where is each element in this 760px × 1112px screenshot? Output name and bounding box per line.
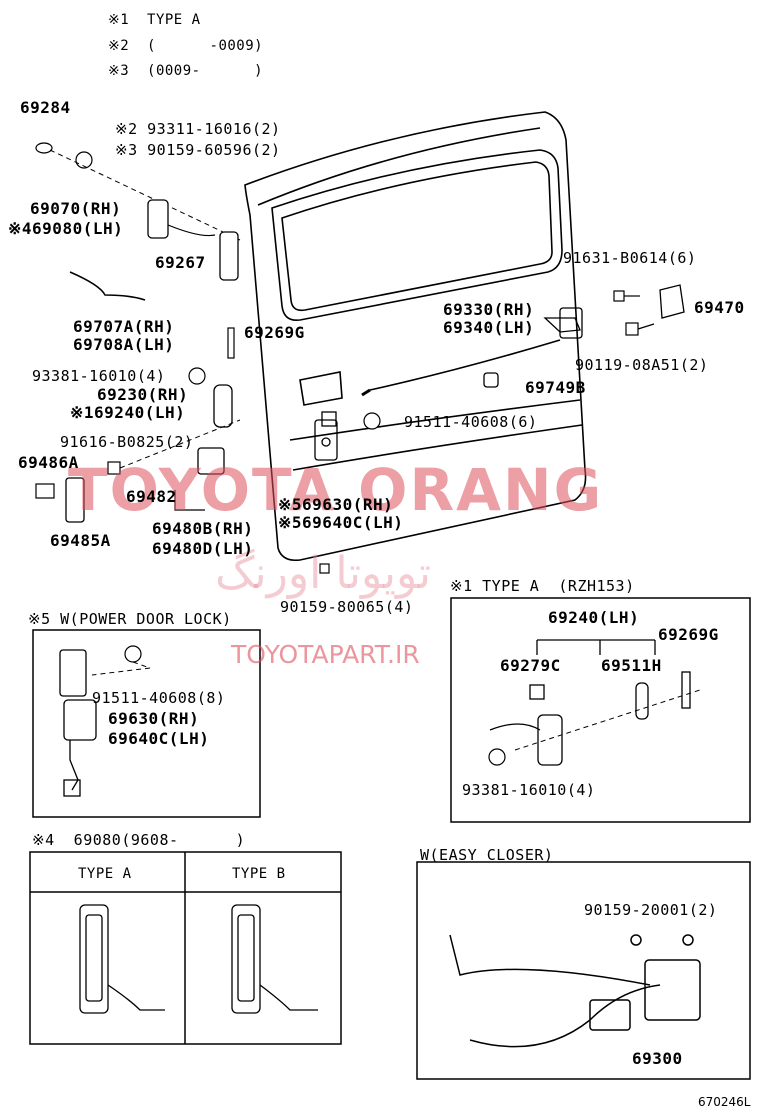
figure-code: 670246L [698, 1095, 751, 1109]
clip-69749b [483, 372, 499, 388]
callout-69486a: 69486A [18, 453, 79, 472]
column-type-a: TYPE A [78, 866, 132, 882]
bolt-symbol-b2 [124, 645, 142, 663]
callout-69511h: 69511H [601, 656, 662, 675]
cover-69269g [227, 327, 235, 359]
callout-90119: 90119-08A51(2) [575, 356, 709, 374]
callout-69080: ※469080(LH) [8, 219, 124, 238]
callout-90159-80065: 90159-80065(4) [280, 598, 414, 616]
callout-69480d: 69480D(LH) [152, 539, 254, 558]
callout-91511-6: 91511-40608(6) [404, 413, 538, 431]
back-door-panel [244, 111, 587, 562]
cover-69267 [219, 231, 239, 281]
handle-69230 [213, 384, 233, 428]
callout-typea-93381: 93381-16010(4) [462, 781, 596, 799]
callout-69630: ※569630(RH) [278, 495, 394, 514]
callout-91511-8: 91511-40608(8) [92, 689, 226, 707]
callout-69708a: 69708A(LH) [73, 335, 175, 354]
callout-91631: 91631-B0614(6) [563, 249, 697, 267]
callout-69707a: 69707A(RH) [73, 317, 175, 336]
bolt-symbol-b1 [363, 412, 381, 430]
screw-symbol-s3 [488, 748, 506, 766]
section-power-door-lock: ※5 W(POWER DOOR LOCK) [28, 610, 232, 628]
callout-typea-69240: 69240(LH) [548, 608, 640, 627]
easy-closer-assembly [449, 934, 701, 1048]
watermark-main: TOYOTA ORANG [68, 456, 604, 524]
bolt-91631 [613, 290, 640, 302]
cable-69707a [69, 271, 146, 301]
lock-cable [369, 339, 561, 391]
handle-69070 [147, 199, 169, 239]
column-type-b: TYPE B [232, 866, 286, 882]
watermark-url: TOYOTAPART.IR [231, 640, 420, 669]
callout-69330: 69330(RH) [443, 300, 535, 319]
callout-90159-60596: ※3 90159-60596(2) [115, 141, 281, 159]
callout-69240: ※169240(LH) [70, 403, 186, 422]
callout-69267: 69267 [155, 253, 206, 272]
callout-90159-20001: 90159-20001(2) [584, 901, 718, 919]
callout-typea-69269g: 69269G [658, 625, 719, 644]
callout-power-69630: 69630(RH) [108, 709, 200, 728]
callout-69470: 69470 [694, 298, 745, 317]
callout-69284: 69284 [20, 98, 71, 117]
screw-90159-80065 [319, 563, 330, 574]
watermark-persian: تويوتا اورنگ [215, 548, 431, 599]
bolt-90119 [625, 322, 655, 336]
callout-power-69640c: 69640C(LH) [108, 729, 210, 748]
section-69080: ※4 69080(9608- ) [32, 831, 246, 849]
callout-69269g: 69269G [244, 323, 305, 342]
section-type-a-rzh153: ※1 TYPE A (RZH153) [450, 577, 635, 595]
callout-69485a: 69485A [50, 531, 111, 550]
screw-symbol-s2 [188, 367, 206, 385]
section-easy-closer: W(EASY CLOSER) [420, 846, 554, 864]
cover-69486a [35, 483, 55, 499]
callout-69482: 69482 [126, 487, 177, 506]
callout-69300: 69300 [632, 1049, 683, 1068]
callout-69070: 69070(RH) [30, 199, 122, 218]
callout-69749b: 69749B [525, 378, 586, 397]
callout-69480b: 69480B(RH) [152, 519, 254, 538]
legend-1: ※1 TYPE A [108, 12, 201, 28]
handle-type-b [231, 904, 318, 1014]
legend-3: ※3 (0009- ) [108, 63, 264, 79]
screw-symbol-s1 [75, 151, 93, 169]
door-lock-assembly [314, 307, 583, 461]
callout-69640c: ※569640C(LH) [278, 513, 404, 532]
handle-69240-assembly [489, 671, 691, 766]
callout-93311: ※2 93311-16016(2) [115, 120, 281, 138]
callout-93381: 93381-16010(4) [32, 367, 166, 385]
callout-69340: 69340(LH) [443, 318, 535, 337]
striker-69470 [659, 284, 685, 319]
handle-type-a [79, 904, 165, 1014]
power-door-lock-assembly [59, 649, 97, 797]
cover-69284 [35, 142, 53, 154]
handle-69485a [65, 477, 85, 523]
callout-91616: 91616-B0825(2) [60, 433, 194, 451]
bezel-69482 [197, 447, 225, 475]
callout-69279c: 69279C [500, 656, 561, 675]
legend-2: ※2 ( -0009) [108, 38, 264, 54]
callout-69230: 69230(RH) [97, 385, 189, 404]
